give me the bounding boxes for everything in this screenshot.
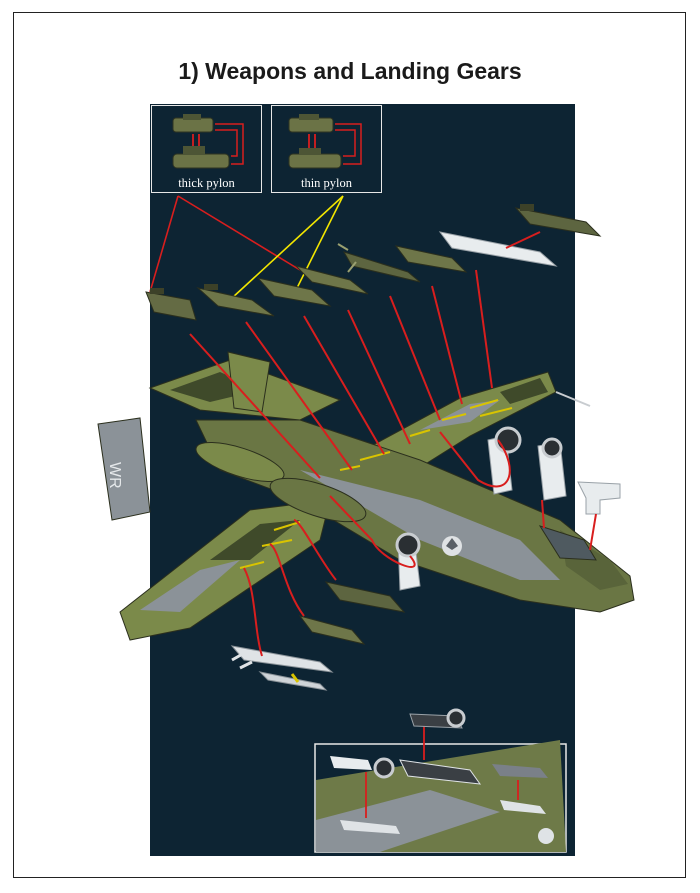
missile-1 — [337, 243, 421, 283]
pod-1 — [394, 245, 468, 273]
tail-marking: WR — [106, 462, 123, 489]
thick-pylon-guides — [149, 195, 301, 293]
thin-pylon-diagram — [288, 114, 362, 169]
nose-gear — [537, 437, 567, 501]
gear-detail-inset — [314, 708, 567, 853]
landing-gear-parts — [395, 426, 621, 591]
thick-pylon-inset: thick pylon — [151, 105, 262, 193]
pylon-2 — [196, 284, 275, 317]
lower-weapons — [230, 581, 406, 691]
ecm-pod — [514, 204, 602, 237]
pylon-parts — [145, 204, 602, 321]
pylon-3 — [256, 277, 332, 307]
pylon-4 — [294, 265, 369, 295]
thin-pylon-inset: thin pylon — [271, 105, 382, 193]
thin-pylon-label: thin pylon — [300, 176, 353, 190]
page-border — [13, 12, 686, 878]
assembly-arrows — [189, 231, 597, 657]
aircraft: WR — [97, 351, 635, 641]
main-gear-left — [395, 532, 421, 591]
thick-pylon-diagram — [172, 114, 244, 169]
page-title: 1) Weapons and Landing Gears — [178, 58, 522, 84]
thick-pylon-label: thick pylon — [178, 176, 235, 190]
pod-white — [438, 231, 558, 267]
pylon-1 — [145, 288, 197, 321]
gear-door — [577, 481, 621, 515]
